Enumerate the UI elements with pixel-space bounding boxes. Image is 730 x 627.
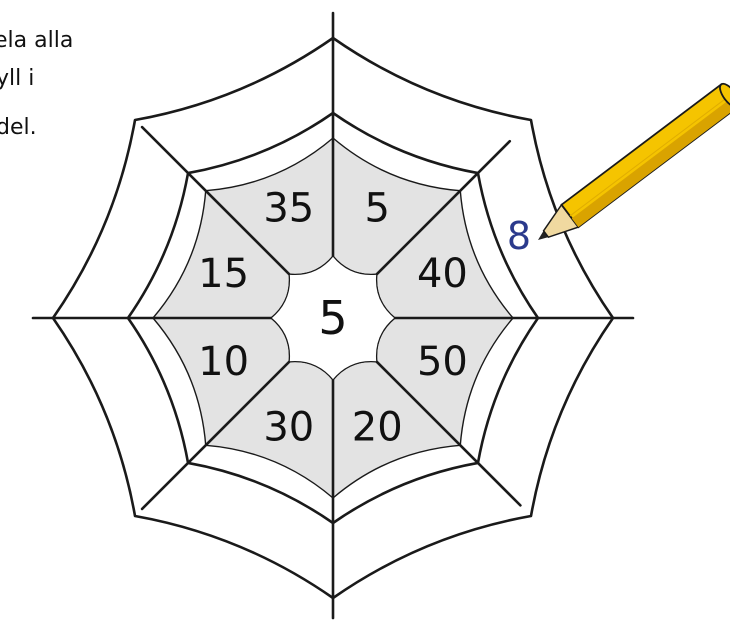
inner-number-5: 20 [352,404,403,450]
inner-number-2: 5 [364,186,389,232]
center-number: 5 [318,291,347,345]
pencil-icon [530,81,730,251]
inner-number-7: 10 [198,339,249,385]
pencil-body [562,84,730,227]
inner-number-1: 35 [263,186,314,232]
inner-number-4: 50 [417,339,468,385]
answer-number[interactable]: 8 [507,214,531,258]
inner-number-8: 15 [198,251,249,297]
inner-number-3: 40 [417,251,468,297]
inner-number-6: 30 [263,404,314,450]
pencil-body-shadow [572,98,730,227]
